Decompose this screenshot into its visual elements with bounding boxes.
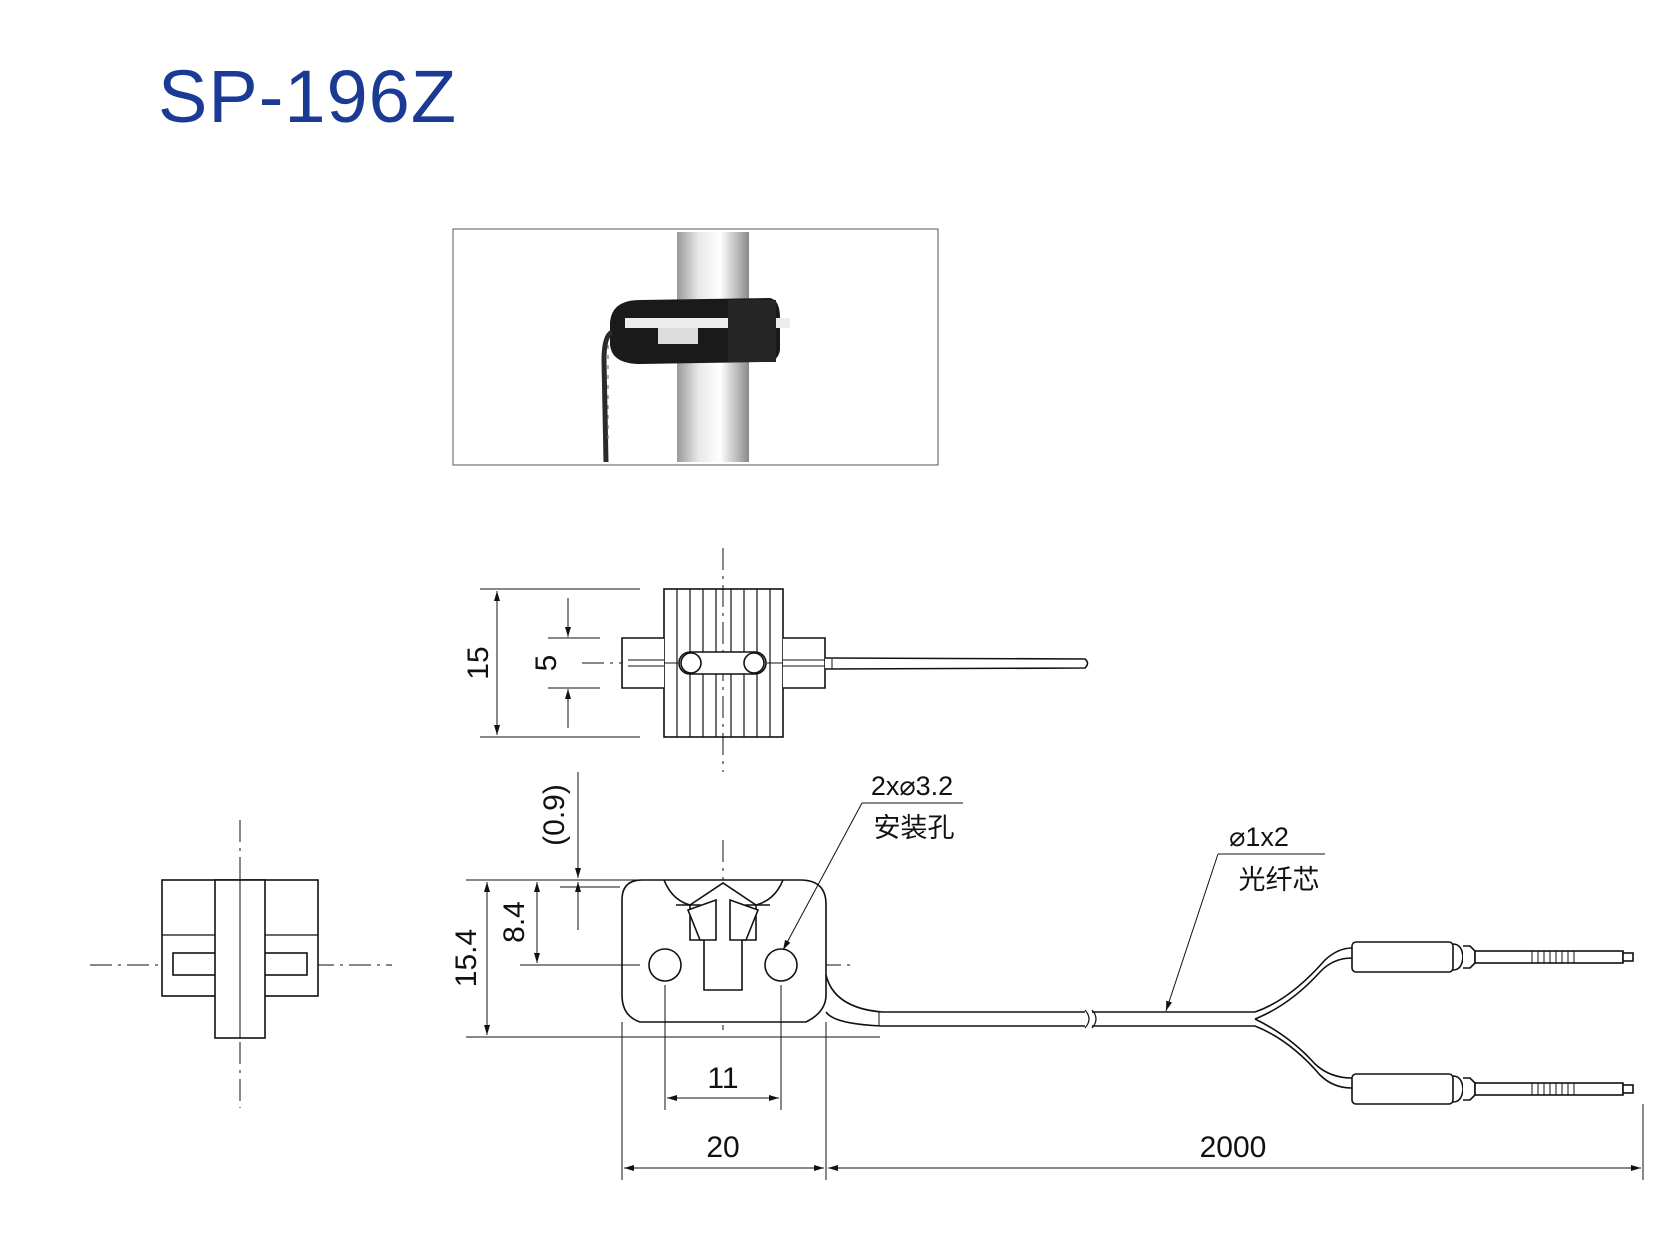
fiber-label: 光纤芯 [1239,865,1320,895]
dim-height-15: 15 [462,646,495,679]
dim-gap-0-9: (0.9) [538,784,571,846]
dim-height-8-4: 8.4 [498,901,531,943]
front-view [466,772,1644,1180]
fiber-spec: ⌀1x2 [1229,822,1289,852]
dim-cable-length-2000: 2000 [1200,1131,1267,1164]
side-view [90,820,392,1108]
dim-width-20: 20 [706,1131,739,1164]
dim-slot-5: 5 [530,655,563,672]
product-photo [452,228,939,466]
mount-hole-spec: 2x⌀3.2 [871,771,953,801]
top-view [480,548,1089,772]
model-title: SP-196Z [158,55,458,138]
dim-hole-pitch-11: 11 [707,1062,738,1095]
mount-hole-label: 安装孔 [874,813,955,843]
dim-height-15-4: 15.4 [450,929,483,987]
